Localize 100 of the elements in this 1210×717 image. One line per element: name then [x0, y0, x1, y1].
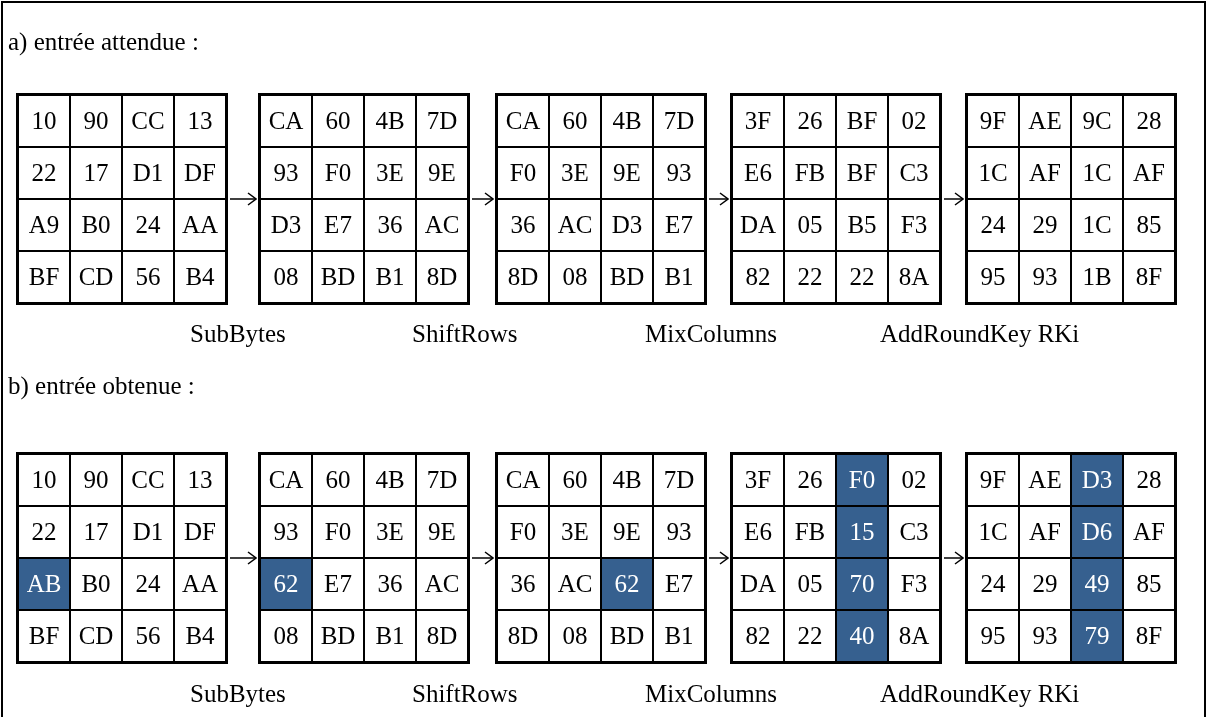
table-cell: 22: [784, 610, 836, 662]
table-cell: 24: [967, 558, 1019, 610]
state-matrix: [258, 93, 470, 305]
table-cell: 93: [653, 147, 705, 199]
table-cell: 93: [653, 506, 705, 558]
table-cell: 08: [549, 610, 601, 662]
table-cell: 22: [18, 147, 70, 199]
table-cell: 60: [312, 95, 364, 147]
table-cell: 60: [549, 95, 601, 147]
table-cell: 62: [601, 558, 653, 610]
table-cell: 1C: [1071, 147, 1123, 199]
table-cell: 02: [888, 454, 940, 506]
state-matrix: [730, 452, 942, 664]
section-heading: b) entrée obtenue :: [8, 372, 195, 400]
table-cell: E7: [653, 558, 705, 610]
table-cell: 7D: [416, 454, 468, 506]
arrow: [708, 192, 729, 206]
table-cell: 36: [364, 558, 416, 610]
table-cell: 24: [122, 558, 174, 610]
table-cell: 26: [784, 95, 836, 147]
table-cell: E7: [312, 199, 364, 251]
table-cell: 1C: [967, 147, 1019, 199]
table-cell: CC: [122, 95, 174, 147]
table-cell: 7D: [416, 95, 468, 147]
table-cell: 90: [70, 454, 122, 506]
arrow: [471, 192, 494, 206]
table-cell: AA: [174, 199, 226, 251]
table-cell: 9E: [601, 147, 653, 199]
state-matrix: [965, 452, 1177, 664]
table-cell: 8D: [416, 251, 468, 303]
step-label: ShiftRows: [412, 320, 518, 348]
table-cell: 10: [18, 95, 70, 147]
table-cell: 24: [122, 199, 174, 251]
table-cell: CA: [260, 95, 312, 147]
table-cell: BF: [836, 95, 888, 147]
table-cell: 1B: [1071, 251, 1123, 303]
step-label: MixColumns: [645, 680, 777, 708]
table-cell: 02: [888, 95, 940, 147]
state-matrix: [258, 452, 470, 664]
table-cell: 8D: [497, 610, 549, 662]
arrow: [229, 551, 257, 565]
table-cell: F3: [888, 558, 940, 610]
table-cell: B5: [836, 199, 888, 251]
table-cell: BF: [18, 610, 70, 662]
table-cell: AB: [18, 558, 70, 610]
table-cell: AC: [549, 199, 601, 251]
table-cell: 9E: [601, 506, 653, 558]
table-cell: F0: [497, 147, 549, 199]
step-label: ShiftRows: [412, 680, 518, 708]
table-cell: F0: [497, 506, 549, 558]
table-cell: 3F: [732, 95, 784, 147]
table-cell: 22: [836, 251, 888, 303]
table-cell: F0: [312, 506, 364, 558]
arrow: [943, 192, 964, 206]
table-cell: AF: [1019, 147, 1071, 199]
table-cell: 13: [174, 454, 226, 506]
table-cell: 4B: [364, 454, 416, 506]
table-cell: AF: [1019, 506, 1071, 558]
table-cell: 7D: [653, 454, 705, 506]
table-cell: 36: [364, 199, 416, 251]
arrow: [471, 551, 494, 565]
table-cell: 70: [836, 558, 888, 610]
table-cell: DF: [174, 147, 226, 199]
table-cell: 7D: [653, 95, 705, 147]
table-cell: 9F: [967, 95, 1019, 147]
table-cell: 3E: [549, 506, 601, 558]
table-cell: AF: [1123, 147, 1175, 199]
table-cell: 8F: [1123, 610, 1175, 662]
table-cell: 3F: [732, 454, 784, 506]
table-cell: 4B: [601, 454, 653, 506]
arrow: [229, 192, 257, 206]
table-cell: B1: [653, 610, 705, 662]
table-cell: FB: [784, 147, 836, 199]
table-cell: 93: [260, 506, 312, 558]
table-cell: BF: [836, 147, 888, 199]
table-cell: 82: [732, 610, 784, 662]
table-cell: B1: [653, 251, 705, 303]
table-cell: 8A: [888, 610, 940, 662]
table-cell: AF: [1123, 506, 1175, 558]
table-cell: 10: [18, 454, 70, 506]
table-cell: 60: [549, 454, 601, 506]
table-cell: 08: [549, 251, 601, 303]
table-cell: AA: [174, 558, 226, 610]
state-matrix: [965, 93, 1177, 305]
table-cell: BD: [601, 610, 653, 662]
table-cell: AE: [1019, 454, 1071, 506]
table-cell: D3: [601, 199, 653, 251]
table-cell: CA: [497, 454, 549, 506]
table-cell: 15: [836, 506, 888, 558]
table-cell: 9E: [416, 147, 468, 199]
arrow: [708, 551, 729, 565]
table-cell: 56: [122, 251, 174, 303]
table-cell: 17: [70, 147, 122, 199]
table-cell: 08: [260, 610, 312, 662]
table-cell: BF: [18, 251, 70, 303]
table-cell: C3: [888, 506, 940, 558]
table-cell: 3E: [364, 506, 416, 558]
table-cell: 79: [1071, 610, 1123, 662]
table-cell: B1: [364, 251, 416, 303]
table-cell: 4B: [601, 95, 653, 147]
